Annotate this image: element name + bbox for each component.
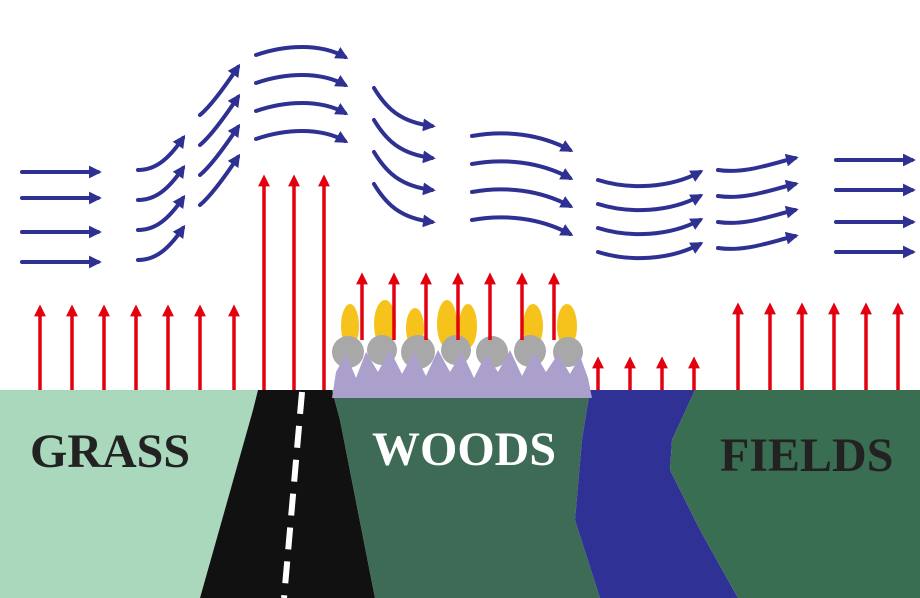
wind-arrow — [136, 224, 186, 262]
wind-arrow — [372, 150, 436, 196]
canopy-bump — [332, 336, 364, 368]
wind-arrow — [470, 187, 574, 208]
road-centre-line — [281, 391, 305, 598]
wind-arrow — [198, 93, 241, 147]
wind-arrow — [470, 215, 574, 236]
wind-arrow — [136, 194, 186, 232]
wind-arrow — [198, 63, 241, 117]
grass-area — [0, 390, 258, 598]
wind-arrow — [198, 123, 241, 177]
wind-arrow — [470, 159, 574, 180]
heat-blob — [557, 304, 577, 348]
wind-arrow — [716, 153, 799, 173]
fields-area — [670, 390, 920, 598]
wind-arrow — [372, 86, 436, 132]
water — [575, 390, 738, 598]
heat-blob — [459, 304, 477, 348]
wind-arrow — [596, 194, 704, 213]
woods-label: WOODS — [372, 423, 557, 476]
wind-arrow — [136, 164, 186, 202]
fields-label: FIELDS — [720, 429, 894, 482]
woods-area — [332, 390, 600, 598]
wind-arrow — [596, 218, 704, 237]
wind-arrow — [254, 73, 349, 87]
canopy-bump — [441, 335, 471, 365]
thermal-arrows — [34, 174, 904, 390]
wind-arrow — [372, 118, 436, 164]
wind-arrow — [716, 179, 799, 199]
grass-label: GRASS — [30, 425, 191, 478]
wind-arrow — [198, 153, 241, 207]
wind-arrow — [596, 242, 704, 261]
wind-arrow — [372, 182, 436, 228]
tree-canopy — [332, 300, 592, 398]
wind-arrow — [470, 131, 574, 152]
wind-arrow — [136, 134, 186, 172]
wind-arrow — [716, 205, 799, 225]
canopy-body — [332, 350, 592, 398]
ground — [0, 390, 920, 598]
wind-arrow — [716, 231, 799, 251]
wind-arrow — [254, 45, 349, 59]
wind-arrows — [20, 45, 916, 269]
wind-arrow — [596, 170, 704, 189]
wind-arrow — [254, 129, 349, 143]
wind-arrow — [254, 101, 349, 115]
road — [200, 390, 375, 598]
